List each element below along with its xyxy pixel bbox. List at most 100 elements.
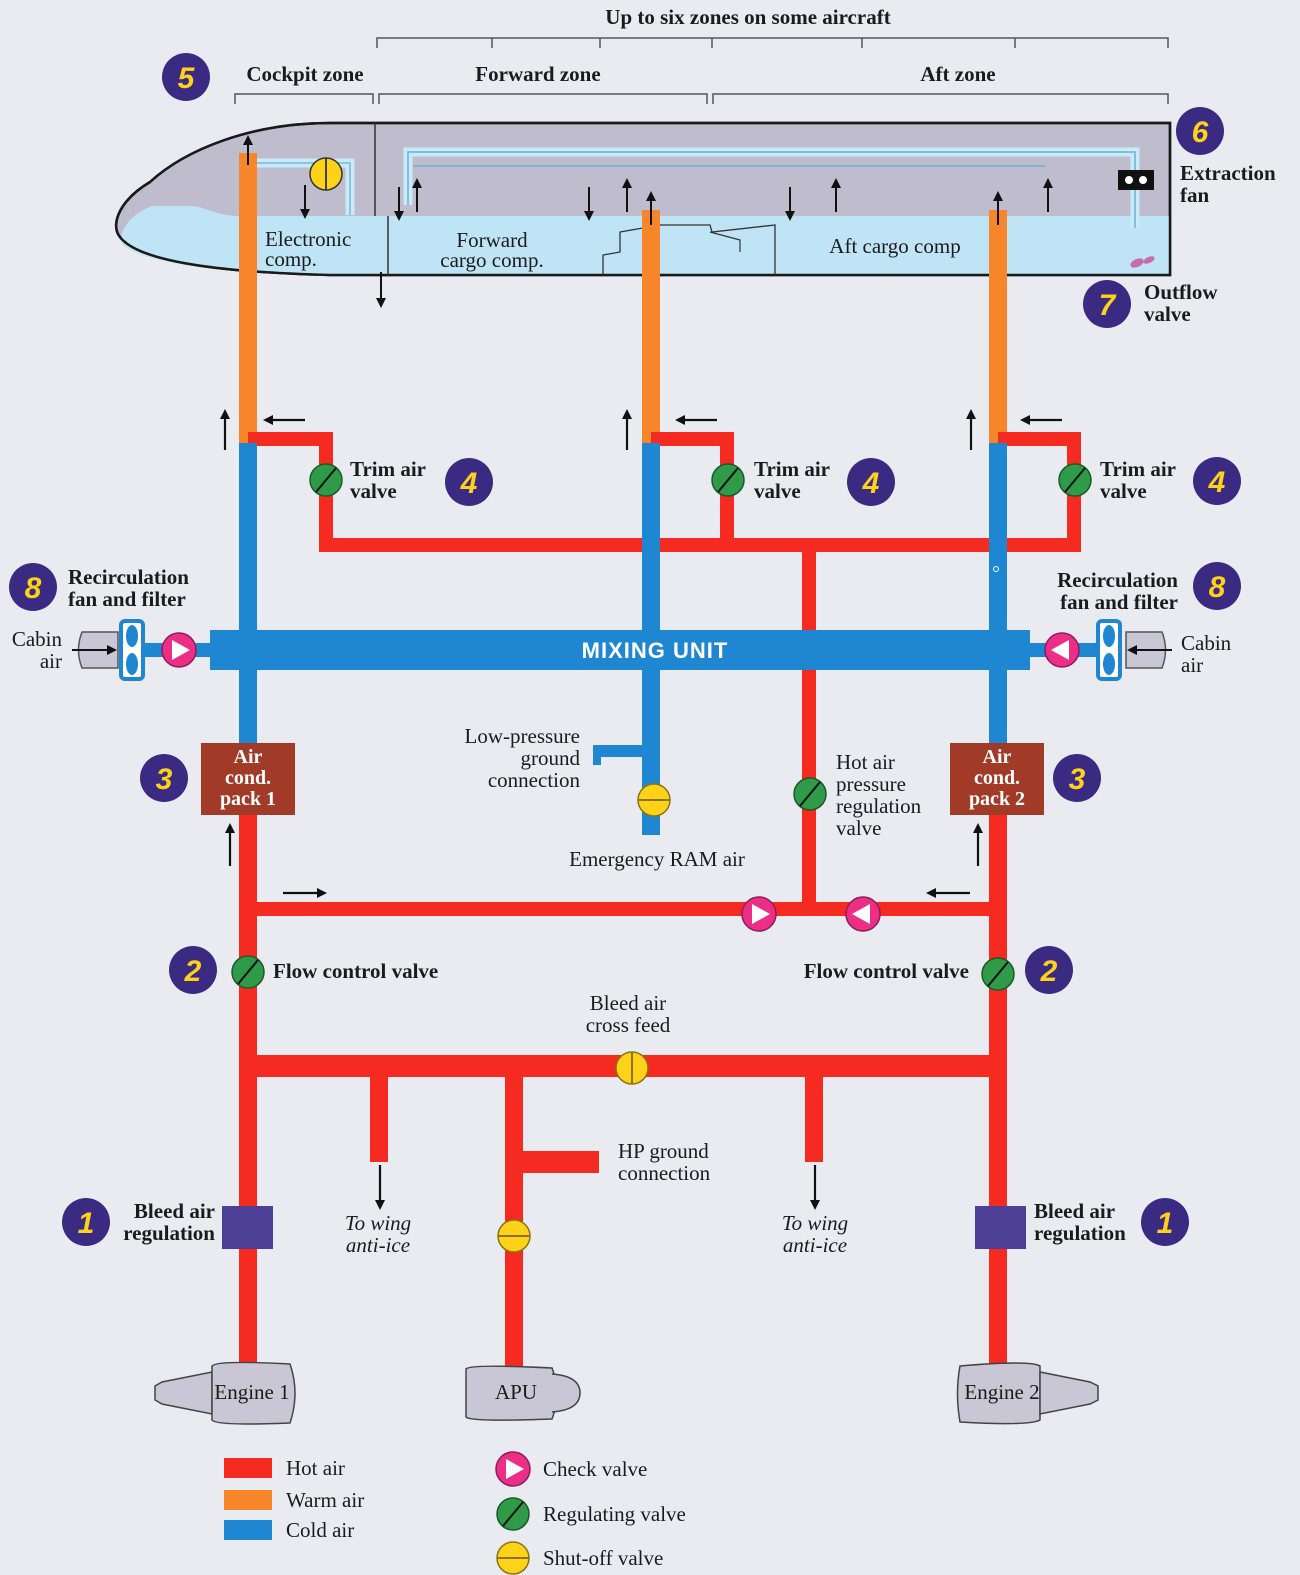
bleed-air-regulator-1	[222, 1206, 273, 1249]
svg-text:1: 1	[78, 1207, 95, 1240]
badge-1: 1	[1141, 1198, 1189, 1246]
extraction-fan-label-line2: fan	[1180, 183, 1209, 207]
check-valve	[845, 896, 881, 932]
svg-text:2: 2	[184, 955, 202, 988]
legend-shutoff-valve-icon	[496, 1541, 530, 1575]
apu-label: APU	[495, 1380, 537, 1404]
trim-air-valve	[1058, 463, 1092, 497]
right-recirculation-assembly	[1096, 619, 1172, 681]
svg-text:8: 8	[1209, 571, 1226, 604]
forward-cargo-label-line2: cargo comp.	[440, 248, 543, 272]
emergency-ram-label: Emergency RAM air	[569, 847, 745, 871]
legend-cold-swatch	[224, 1520, 272, 1540]
trim-valve-2-label-line2: valve	[754, 479, 801, 503]
check-valve	[161, 632, 197, 668]
badge-8: 8	[1193, 562, 1241, 610]
legend-warm-swatch	[224, 1490, 272, 1510]
hot-prv-label-line3: regulation	[836, 794, 922, 818]
hot-air-pressure-regulation-valve	[793, 777, 827, 811]
flow-control-valve-2-label: Flow control valve	[804, 959, 969, 983]
badge-2: 2	[169, 946, 217, 994]
trim-valve-1-label-line1: Trim air	[350, 457, 426, 481]
badge-4: 4	[847, 458, 895, 506]
flow-control-valve-1-label: Flow control valve	[273, 959, 438, 983]
apu-shutoff-valve	[497, 1219, 531, 1253]
recirc-right-label-line2: fan and filter	[1060, 590, 1178, 614]
svg-text:7: 7	[1099, 289, 1117, 322]
wing-anti-ice-left-label-line2: anti-ice	[346, 1233, 410, 1257]
badge-1: 1	[62, 1198, 110, 1246]
aft-zone-label: Aft zone	[920, 62, 995, 86]
trim-valve-3-label-line2: valve	[1100, 479, 1147, 503]
svg-text:6: 6	[1192, 116, 1209, 149]
badge-6: 6	[1176, 107, 1224, 155]
hot-prv-label-line1: Hot air	[836, 750, 895, 774]
cross-feed-label-line1: Bleed air	[590, 991, 666, 1015]
svg-text:4: 4	[460, 467, 478, 500]
lp-ground-label-line1: Low-pressure	[465, 724, 580, 748]
legend-hot-swatch	[224, 1458, 272, 1478]
trim-valve-1-label-line2: valve	[350, 479, 397, 503]
svg-text:8: 8	[25, 572, 42, 605]
legend-cold-label: Cold air	[286, 1518, 354, 1542]
hot-prv-label-line2: pressure	[836, 772, 906, 796]
badge-7: 7	[1083, 280, 1131, 328]
aft-cargo-label: Aft cargo comp	[829, 234, 960, 258]
pack2-label-line3: pack 2	[969, 788, 1025, 810]
cabin-air-right-label-line1: Cabin	[1181, 631, 1232, 655]
badge-5: 5	[162, 53, 210, 101]
svg-text:3: 3	[1069, 763, 1086, 796]
cold-air-network	[140, 443, 1100, 835]
wing-anti-ice-right-label-line1: To wing	[782, 1211, 848, 1235]
svg-text:4: 4	[862, 467, 880, 500]
zone-brackets	[234, 37, 1169, 104]
recirc-left-label-line2: fan and filter	[68, 587, 186, 611]
riser-outlet-arrows	[243, 135, 1003, 225]
badge-3: 3	[1053, 754, 1101, 802]
lp-ground-label-line3: connection	[488, 768, 581, 792]
legend-check-valve-icon	[495, 1451, 531, 1487]
legend-shutoff-label: Shut-off valve	[543, 1546, 663, 1570]
legend-regulating-valve-icon	[496, 1497, 530, 1531]
legend-regulating-label: Regulating valve	[543, 1502, 686, 1526]
check-valve	[1044, 632, 1080, 668]
bleed-regulation-2-label-line1: Bleed air	[1034, 1199, 1115, 1223]
warm-air-risers	[239, 153, 1007, 443]
recirc-left-label-line1: Recirculation	[68, 565, 189, 589]
badge-4: 4	[445, 458, 493, 506]
bleed-regulation-1-label-line2: regulation	[123, 1221, 215, 1245]
forward-cargo-label-line1: Forward	[456, 228, 528, 252]
svg-text:1: 1	[1157, 1207, 1174, 1240]
hp-ground-label-line1: HP ground	[618, 1139, 709, 1163]
bleed-air-regulator-2	[975, 1206, 1026, 1249]
pack2-label-line1: Air	[983, 746, 1012, 768]
mixing-unit-label: MIXING UNIT	[582, 638, 729, 663]
cross-feed-label-line2: cross feed	[586, 1013, 671, 1037]
outflow-valve-label-line1: Outflow	[1144, 280, 1218, 304]
extraction-fan-label-line1: Extraction	[1180, 161, 1276, 185]
badge-4: 4	[1193, 457, 1241, 505]
cockpit-zone-label: Cockpit zone	[246, 62, 363, 86]
svg-text:2: 2	[1040, 955, 1058, 988]
cabin-air-left-label-line2: air	[40, 649, 62, 673]
cockpit-shutoff-valve	[309, 157, 343, 191]
left-recirculation-assembly	[72, 619, 145, 681]
svg-text:3: 3	[156, 763, 173, 796]
engine-1-label: Engine 1	[214, 1380, 289, 1404]
bleed-regulation-1-label-line1: Bleed air	[134, 1199, 215, 1223]
wing-anti-ice-left-label-line1: To wing	[345, 1211, 411, 1235]
electronic-comp-label-line1: Electronic	[265, 227, 351, 251]
cabin-airflow-arrows	[300, 178, 1053, 308]
hp-ground-label-line2: connection	[618, 1161, 711, 1185]
trim-air-valve	[711, 463, 745, 497]
emergency-ram-shutoff-valve	[637, 783, 671, 817]
legend-warm-label: Warm air	[286, 1488, 364, 1512]
fuselage	[114, 121, 1172, 277]
badge-3: 3	[140, 754, 188, 802]
badge-8: 8	[9, 563, 57, 611]
trim-air-valve	[309, 463, 343, 497]
flow-arrows	[220, 409, 1062, 1210]
cabin-air-right-label-line2: air	[1181, 653, 1203, 677]
legend-check-label: Check valve	[543, 1457, 647, 1481]
